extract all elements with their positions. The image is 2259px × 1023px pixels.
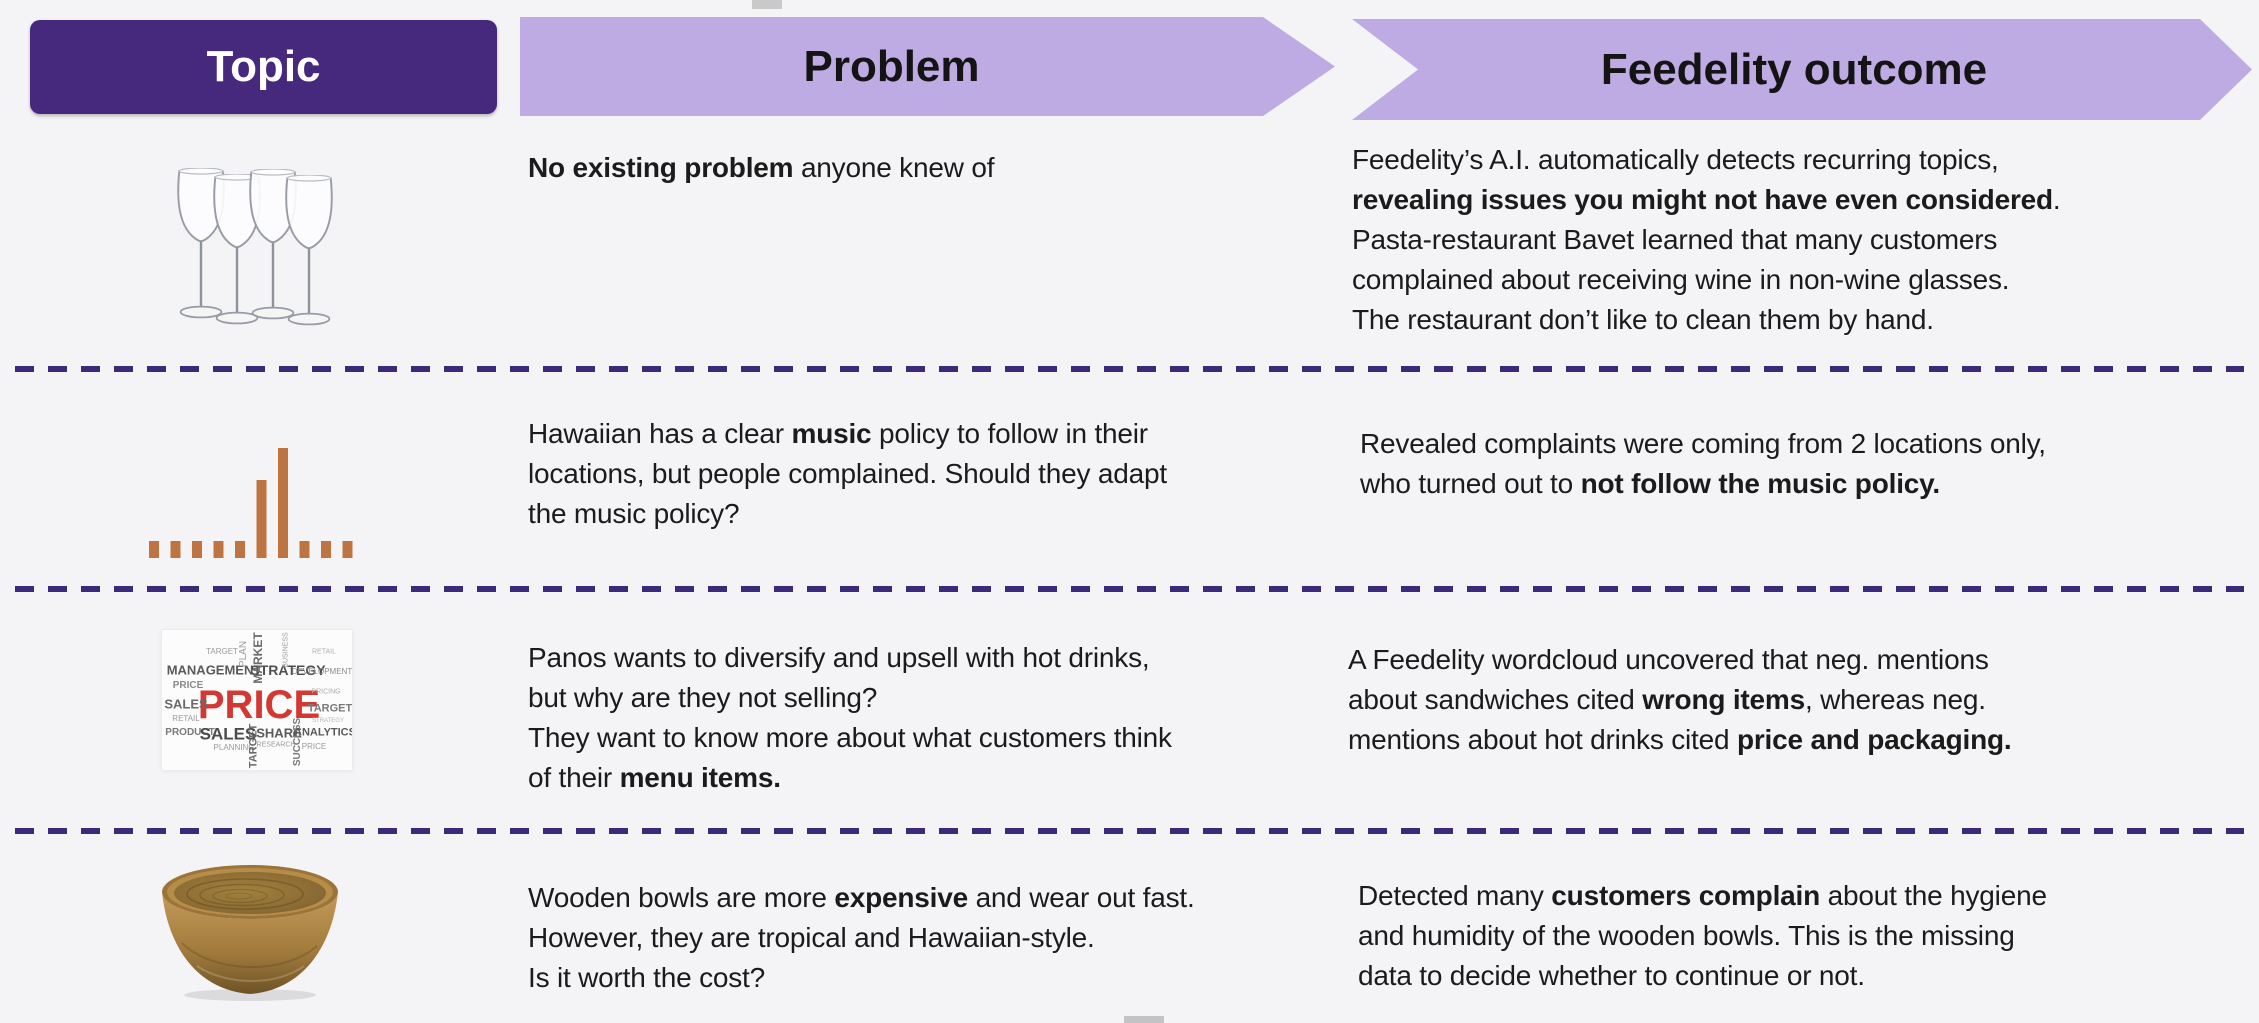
bar-chart-icon [145, 446, 355, 566]
header-outcome: Feedelity outcome [1352, 19, 2252, 120]
header-topic-label: Topic [206, 42, 321, 91]
wooden-bowl-image [152, 848, 348, 1008]
screen-artifact-top [752, 0, 782, 9]
table-row: No existing problem anyone knew of Feede… [0, 120, 2259, 369]
screen-artifact-bottom [1124, 1016, 1164, 1023]
outcome-text: Detected many customers complain about t… [1358, 880, 2047, 991]
header-topic: Topic [30, 20, 497, 114]
table-row: Wooden bowls are more expensive and wear… [0, 831, 2259, 1023]
outcome-text: Feedelity’s A.I. automatically detects r… [1352, 144, 2061, 335]
problem-text: Wooden bowls are more expensive and wear… [528, 882, 1195, 993]
problem-text: Panos wants to diversify and upsell with… [528, 642, 1172, 793]
problem-text: No existing problem anyone knew of [528, 152, 995, 183]
header-problem: Problem [520, 17, 1335, 116]
header-problem-label: Problem [803, 41, 980, 91]
outcome-text: Revealed complaints were coming from 2 l… [1360, 428, 2046, 499]
row-divider [15, 366, 2244, 372]
table-row: Hawaiian has a clear music policy to fol… [0, 369, 2259, 589]
row-divider [15, 586, 2244, 592]
problem-text: Hawaiian has a clear music policy to fol… [528, 418, 1167, 529]
wine-glasses-icon [170, 166, 340, 336]
header-outcome-label: Feedelity outcome [1600, 44, 1988, 94]
row-divider [15, 828, 2244, 834]
outcome-text: A Feedelity wordcloud uncovered that neg… [1348, 644, 2012, 755]
